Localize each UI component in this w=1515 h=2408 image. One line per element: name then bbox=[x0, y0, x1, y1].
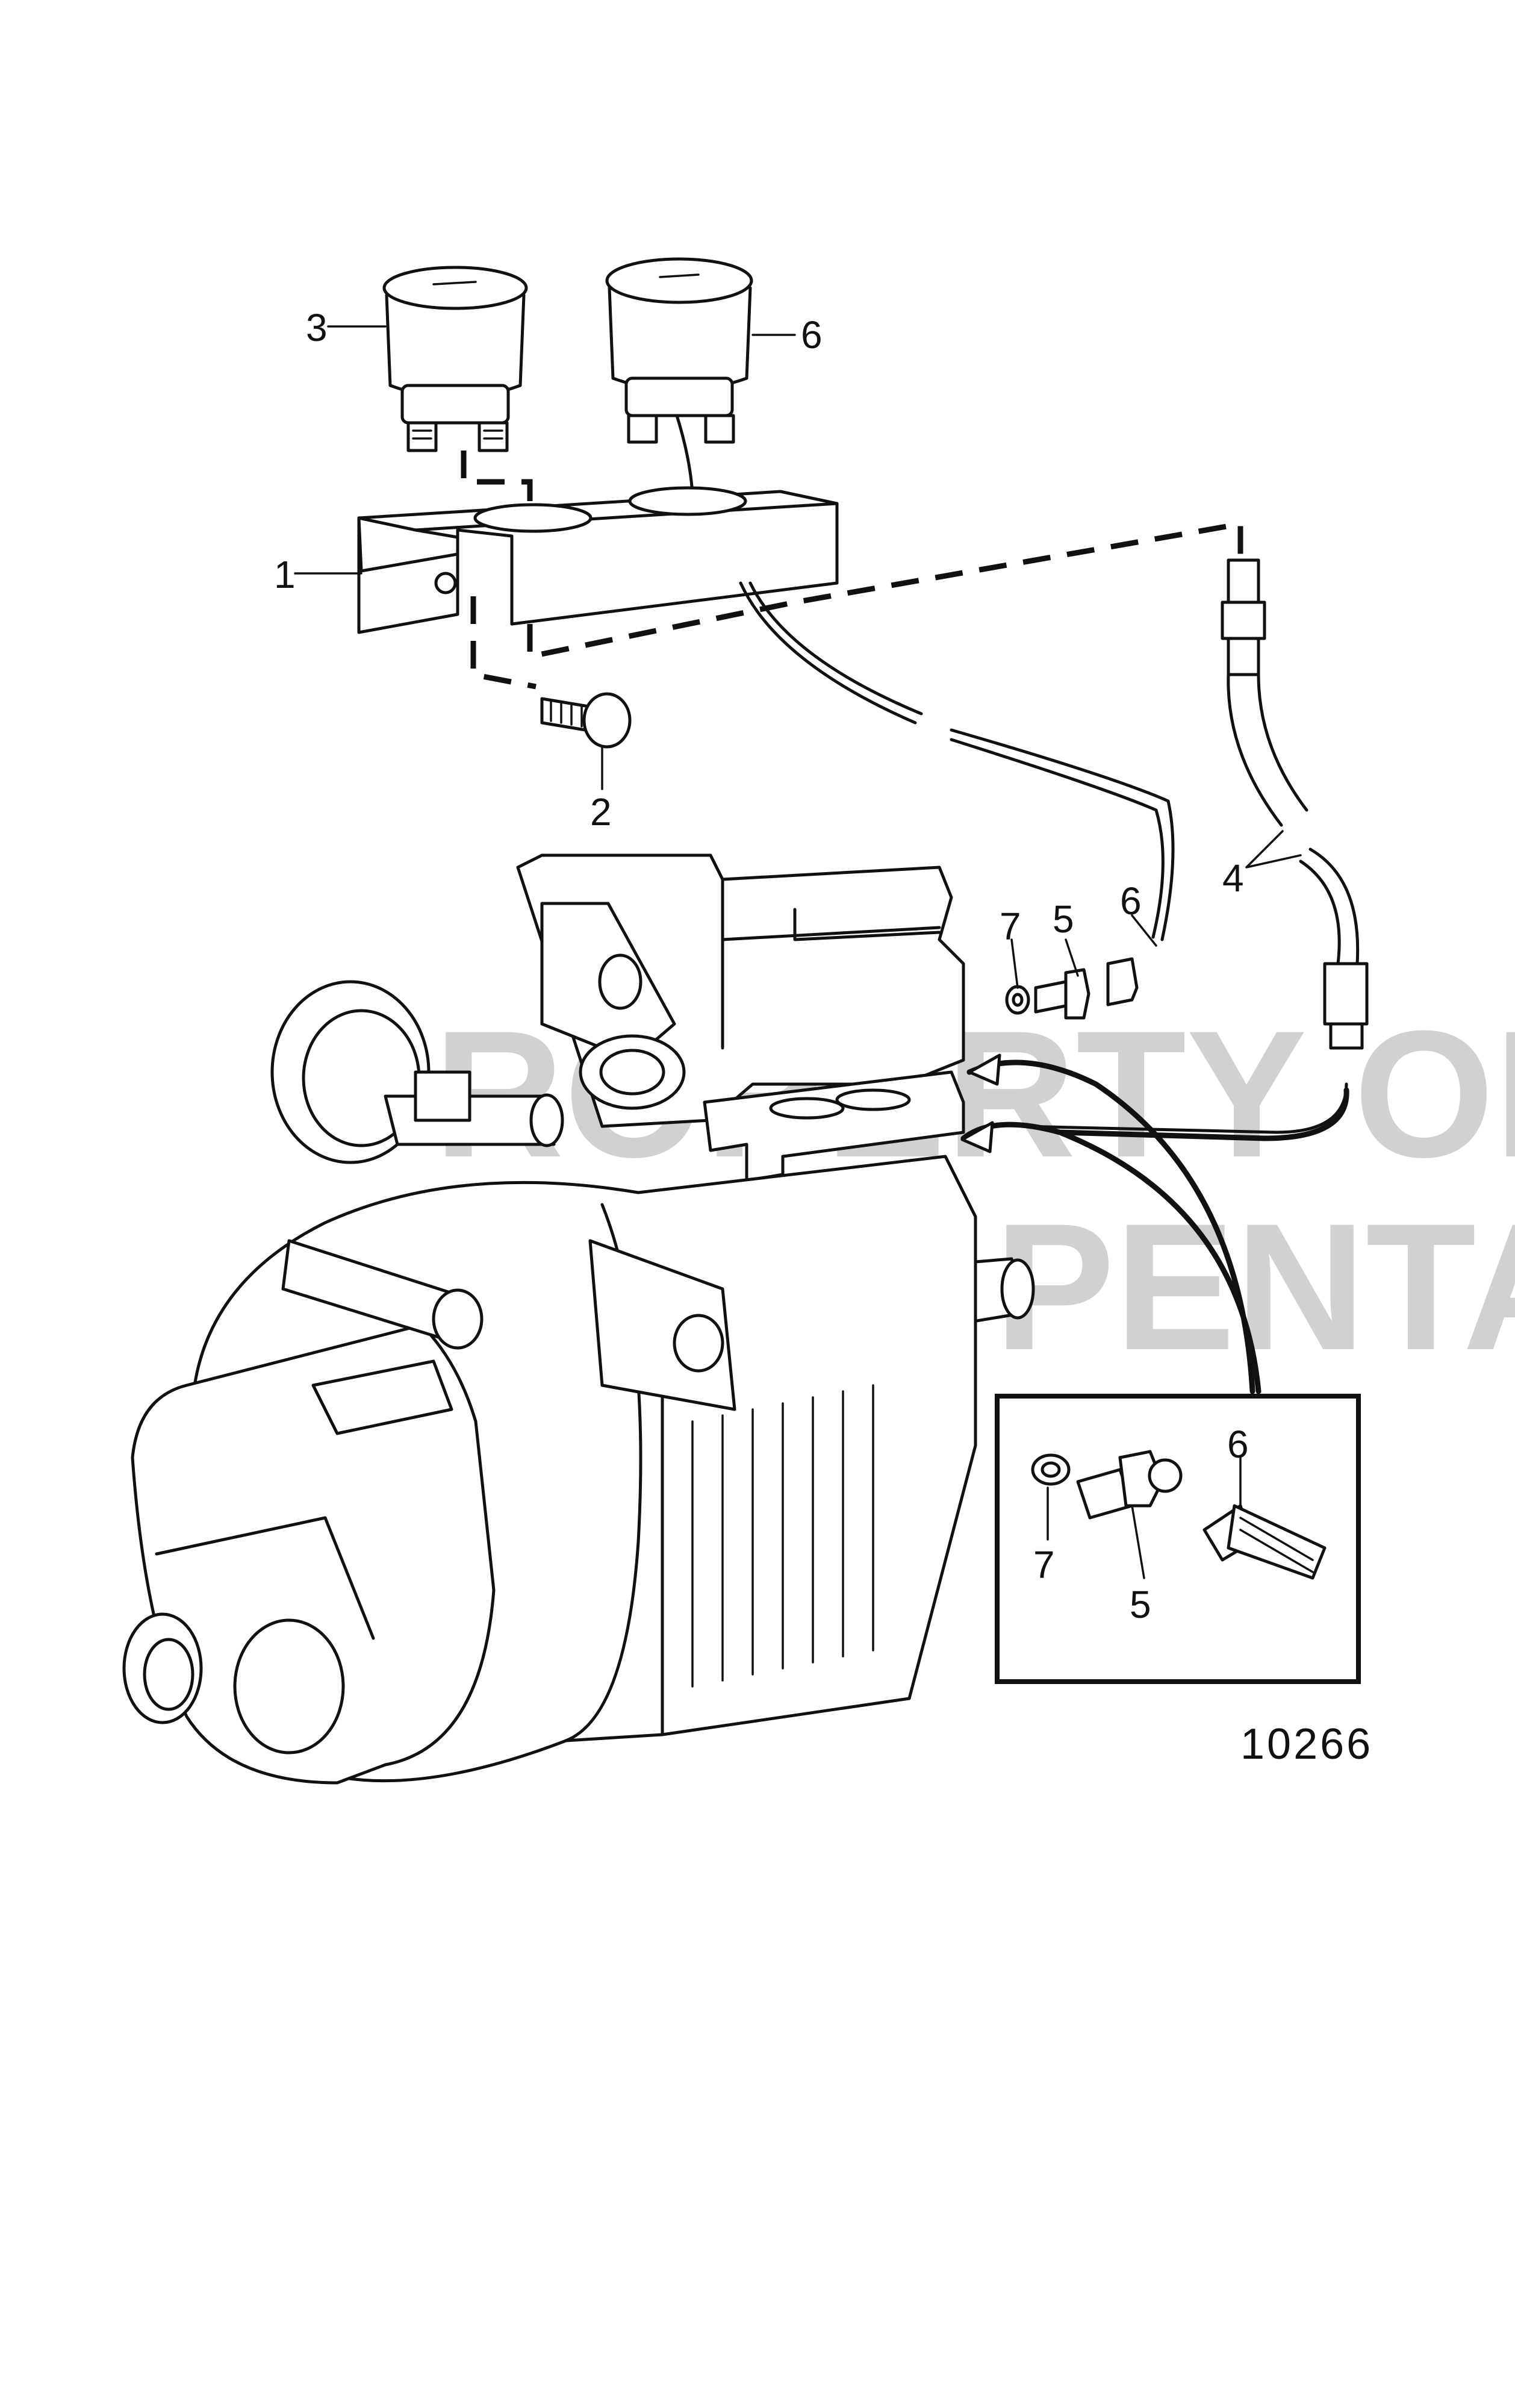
callout-6-gauge: 6 bbox=[801, 313, 823, 357]
engine-gearbox bbox=[122, 853, 1035, 1785]
drawing-number: 10266 bbox=[1240, 1720, 1373, 1768]
callouts: 3 6 1 2 4 7 5 6 7 5 6 bbox=[274, 306, 1249, 1626]
pipe-4 bbox=[1022, 558, 1369, 1141]
callout-6-detail: 6 bbox=[1227, 1423, 1249, 1466]
fittings-main bbox=[1005, 957, 1139, 1020]
callout-3: 3 bbox=[306, 306, 328, 349]
callout-7-detail: 7 bbox=[1033, 1543, 1055, 1586]
callout-2: 2 bbox=[590, 790, 612, 834]
callout-5-main: 5 bbox=[1053, 897, 1074, 941]
callout-5-detail: 5 bbox=[1130, 1583, 1151, 1626]
callout-6-main: 6 bbox=[1120, 879, 1142, 923]
detail-inset bbox=[995, 1394, 1361, 1684]
screw-2 bbox=[540, 692, 632, 749]
gauge-6 bbox=[605, 257, 753, 496]
callout-1: 1 bbox=[274, 553, 296, 596]
callout-4: 4 bbox=[1222, 856, 1244, 900]
gauge-3 bbox=[382, 266, 528, 452]
callout-7-main: 7 bbox=[1000, 905, 1021, 948]
instrument-bracket bbox=[357, 486, 839, 634]
